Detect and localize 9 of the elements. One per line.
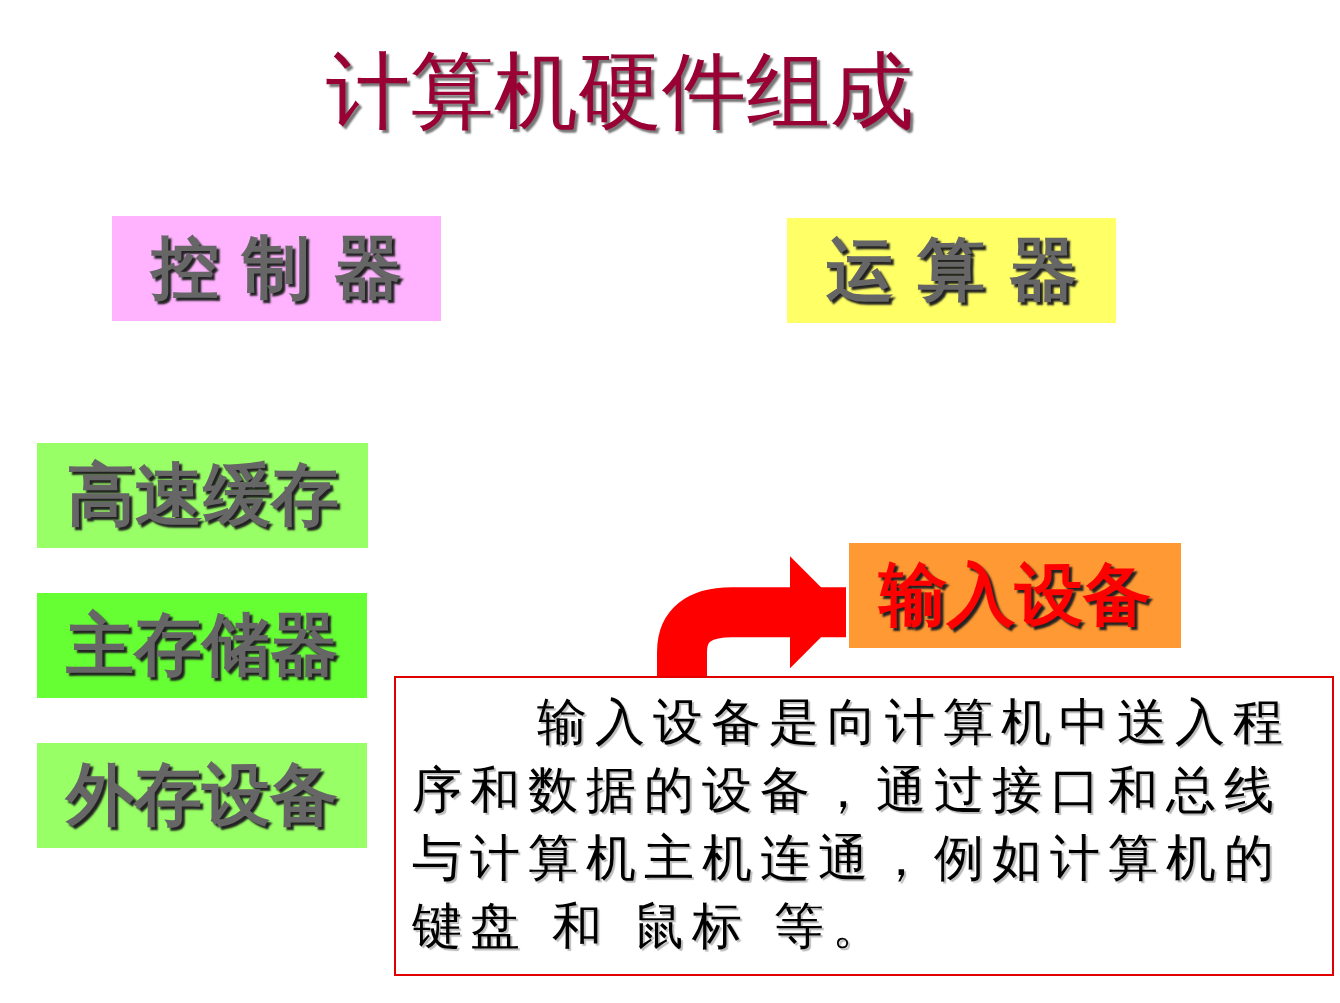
description-box: 输入设备是向计算机中送入程序和数据的设备，通过接口和总线与计算机主机连通，例如计算机的键盘 和 鼠标 等。: [394, 676, 1334, 976]
curved-arrow: [657, 556, 846, 678]
label-box: 输入设备: [849, 543, 1181, 648]
label-box: 外存设备: [37, 743, 367, 848]
label-box: 主存储器: [37, 593, 367, 698]
label-box: 运 算 器: [787, 218, 1116, 323]
label-box: 高速缓存: [37, 443, 368, 548]
label-box: 控 制 器: [112, 216, 441, 321]
title: 计算机硬件组成: [325, 41, 915, 142]
